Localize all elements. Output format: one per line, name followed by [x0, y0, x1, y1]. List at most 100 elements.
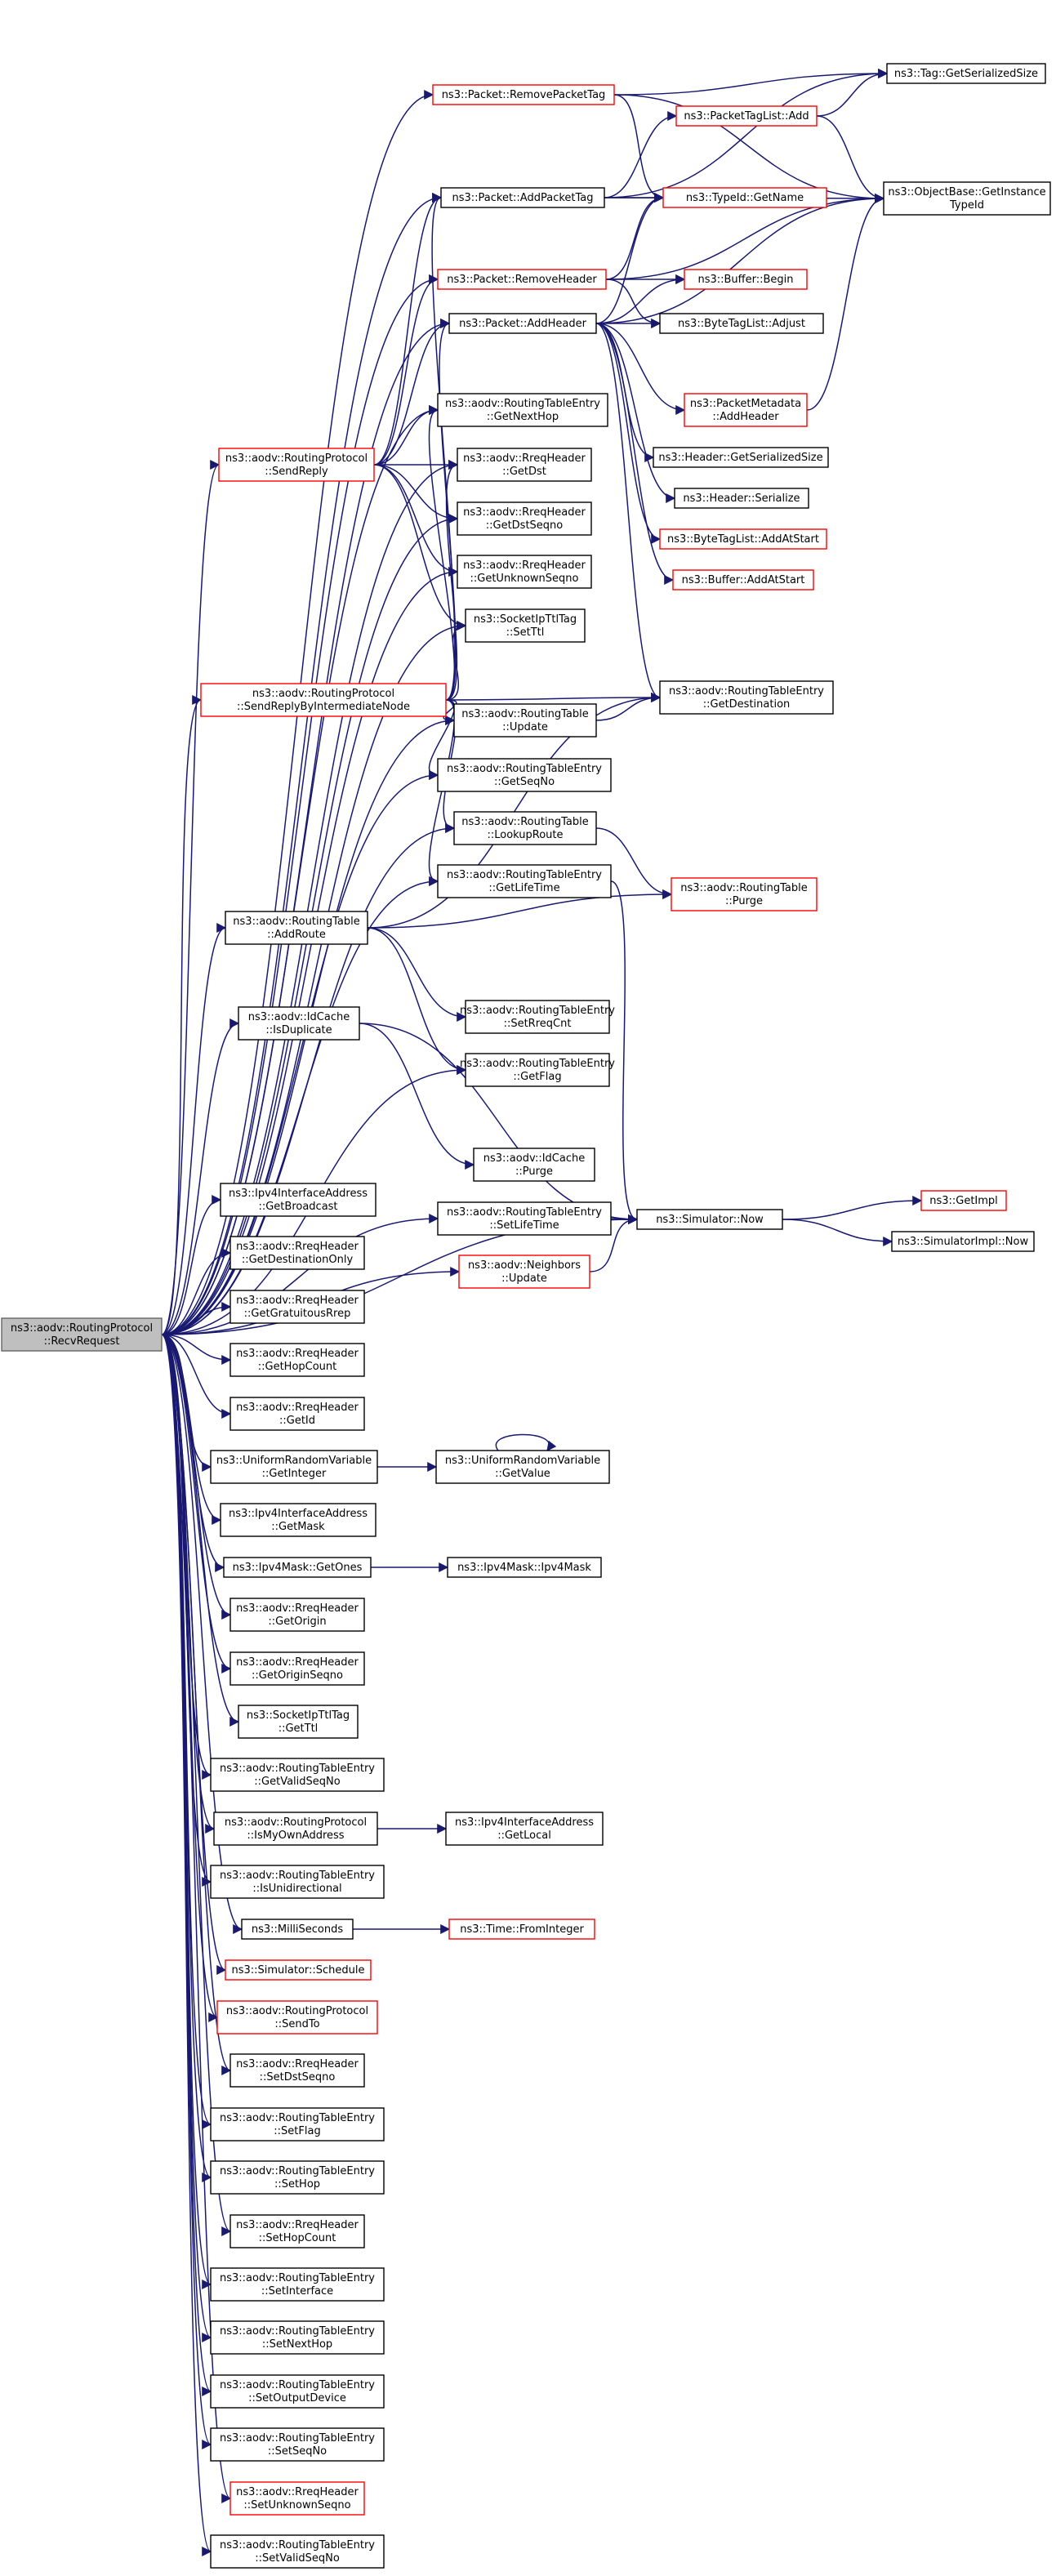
- node-packetTagListAdd[interactable]: ns3::PacketTagList::Add: [675, 105, 818, 127]
- node-sendTo[interactable]: ns3::aodv::RoutingProtocol::SendTo: [216, 2000, 378, 2035]
- node-isMyOwnAddress[interactable]: ns3::aodv::RoutingProtocol::IsMyOwnAddre…: [213, 1812, 378, 1846]
- node-setValidSeqNo[interactable]: ns3::aodv::RoutingTableEntry::SetValidSe…: [210, 2534, 385, 2569]
- node-label: ns3::aodv::Neighbors: [468, 1259, 581, 1272]
- node-getNextHop[interactable]: ns3::aodv::RoutingTableEntry::GetNextHop: [437, 393, 608, 427]
- edge-packetTagListAdd-to-getInstanceTypeId: [816, 115, 885, 203]
- node-getGratuitous[interactable]: ns3::aodv::RreqHeader::GetGratuitousRrep: [229, 1290, 365, 1324]
- node-getId[interactable]: ns3::aodv::RreqHeader::GetId: [229, 1397, 365, 1431]
- node-label: ns3::UniformRandomVariable: [445, 1455, 600, 1467]
- node-getValidSeqNo[interactable]: ns3::aodv::RoutingTableEntry::GetValidSe…: [210, 1758, 385, 1792]
- node-label: ns3::aodv::RoutingTableEntry: [220, 2379, 375, 2391]
- node-label: ::Purge: [515, 1165, 553, 1178]
- node-fromInteger[interactable]: ns3::Time::FromInteger: [448, 1919, 595, 1940]
- node-setLifeTime[interactable]: ns3::aodv::RoutingTableEntry::SetLifeTim…: [437, 1201, 612, 1236]
- node-label: ::GetValue: [495, 1468, 550, 1480]
- node-label: ::GetOriginSeqno: [252, 1669, 343, 1682]
- node-getDst[interactable]: ns3::aodv::RreqHeader::GetDst: [457, 448, 592, 482]
- node-rtPurge[interactable]: ns3::aodv::RoutingTable::Purge: [671, 877, 818, 911]
- node-getFlag[interactable]: ns3::aodv::RoutingTableEntry::GetFlag: [460, 1053, 615, 1087]
- node-getOnes[interactable]: ns3::Ipv4Mask::GetOnes: [223, 1557, 372, 1578]
- node-headerGetSerializedSize[interactable]: ns3::Header::GetSerializedSize: [653, 447, 829, 468]
- node-getOriginSeqno[interactable]: ns3::aodv::RreqHeader::GetOriginSeqno: [229, 1651, 365, 1686]
- node-setTtl[interactable]: ns3::SocketIpTtlTag::SetTtl: [465, 608, 586, 643]
- node-box: [465, 1053, 610, 1087]
- node-byteTagListAddAtStart[interactable]: ns3::ByteTagList::AddAtStart: [659, 528, 827, 550]
- node-label: ::SetLifeTime: [489, 1219, 559, 1232]
- node-label: ::SetUnknownSeqno: [243, 2499, 350, 2511]
- node-rtUpdate[interactable]: ns3::aodv::RoutingTable::Update: [453, 703, 597, 738]
- edge-getValue-to-getValue: [495, 1433, 557, 1451]
- edge-sendReply-to-addHeader: [373, 319, 451, 466]
- node-label: ::SetOutputDevice: [248, 2392, 346, 2404]
- node-typeIdGetName[interactable]: ns3::TypeId::GetName: [662, 187, 827, 208]
- edge-addRoute-to-rtPurge: [367, 889, 673, 929]
- node-setHop[interactable]: ns3::aodv::RoutingTableEntry::SetHop: [210, 2160, 385, 2195]
- node-removeHeader[interactable]: ns3::Packet::RemoveHeader: [437, 269, 607, 290]
- node-box: [440, 187, 605, 208]
- node-root[interactable]: ns3::aodv::RoutingProtocol::RecvRequest: [1, 1317, 163, 1352]
- node-getTtl[interactable]: ns3::SocketIpTtlTag::GetTtl: [238, 1705, 359, 1739]
- node-setNextHop[interactable]: ns3::aodv::RoutingTableEntry::SetNextHop: [210, 2320, 385, 2355]
- node-ipv4Mask[interactable]: ns3::Ipv4Mask::Ipv4Mask: [447, 1557, 602, 1578]
- node-packetMetadataAddHeader[interactable]: ns3::PacketMetadata::AddHeader: [684, 393, 808, 427]
- node-addPacketTag[interactable]: ns3::Packet::AddPacketTag: [440, 187, 605, 208]
- node-byteTagListAdjust[interactable]: ns3::ByteTagList::Adjust: [659, 313, 824, 334]
- node-setHopCount[interactable]: ns3::aodv::RreqHeader::SetHopCount: [229, 2214, 365, 2248]
- node-getOrigin[interactable]: ns3::aodv::RreqHeader::GetOrigin: [229, 1598, 365, 1632]
- node-label: ::Purge: [725, 895, 763, 907]
- node-isUnidirectional[interactable]: ns3::aodv::RoutingTableEntry::IsUnidirec…: [210, 1865, 385, 1899]
- node-getBroadcast[interactable]: ns3::Ipv4InterfaceAddress::GetBroadcast: [220, 1183, 377, 1217]
- node-nbUpdate[interactable]: ns3::aodv::Neighbors::Update: [458, 1255, 590, 1289]
- node-tagGetSerializedSize[interactable]: ns3::Tag::GetSerializedSize: [886, 63, 1046, 84]
- node-label: ns3::Header::GetSerializedSize: [658, 452, 822, 464]
- node-box: [200, 683, 447, 717]
- edge-removePacketTag-to-typeIdGetName: [613, 94, 665, 203]
- node-box: [210, 1450, 378, 1484]
- node-idPurge[interactable]: ns3::aodv::IdCache::Purge: [473, 1148, 595, 1182]
- node-sendReplyInter[interactable]: ns3::aodv::RoutingProtocol::SendReplyByI…: [200, 683, 447, 717]
- node-getInteger[interactable]: ns3::UniformRandomVariable::GetInteger: [210, 1450, 378, 1484]
- node-addHeader[interactable]: ns3::Packet::AddHeader: [448, 313, 597, 334]
- node-getDestination[interactable]: ns3::aodv::RoutingTableEntry::GetDestina…: [659, 680, 834, 715]
- node-setDstSeqno[interactable]: ns3::aodv::RreqHeader::SetDstSeqno: [229, 2053, 365, 2088]
- node-setSeqNo[interactable]: ns3::aodv::RoutingTableEntry::SetSeqNo: [210, 2427, 385, 2462]
- node-bufferAddAtStart[interactable]: ns3::Buffer::AddAtStart: [672, 569, 814, 591]
- node-getValue[interactable]: ns3::UniformRandomVariable::GetValue: [435, 1450, 610, 1484]
- node-getHopCount[interactable]: ns3::aodv::RreqHeader::GetHopCount: [229, 1343, 365, 1377]
- node-getDestOnly[interactable]: ns3::aodv::RreqHeader::GetDestinationOnl…: [229, 1236, 365, 1270]
- node-milliSeconds[interactable]: ns3::MilliSeconds: [241, 1919, 354, 1940]
- node-isDuplicate[interactable]: ns3::aodv::IdCache::IsDuplicate: [238, 1006, 360, 1041]
- node-headerSerialize[interactable]: ns3::Header::Serialize: [674, 488, 809, 509]
- node-simNow[interactable]: ns3::Simulator::Now: [636, 1209, 783, 1230]
- node-label: ns3::Packet::RemoveHeader: [447, 274, 597, 286]
- node-setRreqCnt[interactable]: ns3::aodv::RoutingTableEntry::SetRreqCnt: [460, 1000, 615, 1034]
- node-label: ns3::aodv::RoutingProtocol: [225, 452, 368, 465]
- node-getMask[interactable]: ns3::Ipv4InterfaceAddress::GetMask: [220, 1503, 377, 1537]
- node-setUnknownSeqno[interactable]: ns3::aodv::RreqHeader::SetUnknownSeqno: [229, 2481, 365, 2516]
- node-getLifeTime[interactable]: ns3::aodv::RoutingTableEntry::GetLifeTim…: [437, 864, 612, 898]
- edge-root-to-getTtl: [161, 1334, 240, 1727]
- node-schedule[interactable]: ns3::Simulator::Schedule: [225, 1959, 372, 1981]
- node-simImplNow[interactable]: ns3::SimulatorImpl::Now: [891, 1231, 1035, 1252]
- node-getImpl[interactable]: ns3::GetImpl: [920, 1190, 1007, 1211]
- node-box: [457, 555, 592, 589]
- node-getUnknownSeqno[interactable]: ns3::aodv::RreqHeader::GetUnknownSeqno: [457, 555, 592, 589]
- node-box: [229, 2481, 365, 2516]
- edge-sendReplyInter-to-getDst: [445, 460, 459, 701]
- node-label: ns3::aodv::RoutingTable: [233, 916, 359, 928]
- node-removePacketTag[interactable]: ns3::Packet::RemovePacketTag: [432, 84, 615, 105]
- node-bufferBegin[interactable]: ns3::Buffer::Begin: [684, 269, 808, 290]
- node-lookupRoute[interactable]: ns3::aodv::RoutingTable::LookupRoute: [453, 811, 597, 845]
- node-getSeqNo[interactable]: ns3::aodv::RoutingTableEntry::GetSeqNo: [437, 758, 612, 792]
- node-addRoute[interactable]: ns3::aodv::RoutingTable::AddRoute: [225, 911, 368, 945]
- node-sendReply[interactable]: ns3::aodv::RoutingProtocol::SendReply: [218, 448, 375, 482]
- node-getLocal[interactable]: ns3::Ipv4InterfaceAddress::GetLocal: [445, 1812, 604, 1846]
- node-setInterface[interactable]: ns3::aodv::RoutingTableEntry::SetInterfa…: [210, 2267, 385, 2302]
- node-setOutputDevice[interactable]: ns3::aodv::RoutingTableEntry::SetOutputD…: [210, 2374, 385, 2409]
- node-label: ::SetFlag: [274, 2125, 320, 2137]
- node-label: ns3::Simulator::Now: [656, 1214, 764, 1226]
- node-getDstSeqno[interactable]: ns3::aodv::RreqHeader::GetDstSeqno: [457, 501, 592, 536]
- node-label: ns3::aodv::RoutingTableEntry: [220, 2539, 375, 2551]
- node-setFlag[interactable]: ns3::aodv::RoutingTableEntry::SetFlag: [210, 2107, 385, 2141]
